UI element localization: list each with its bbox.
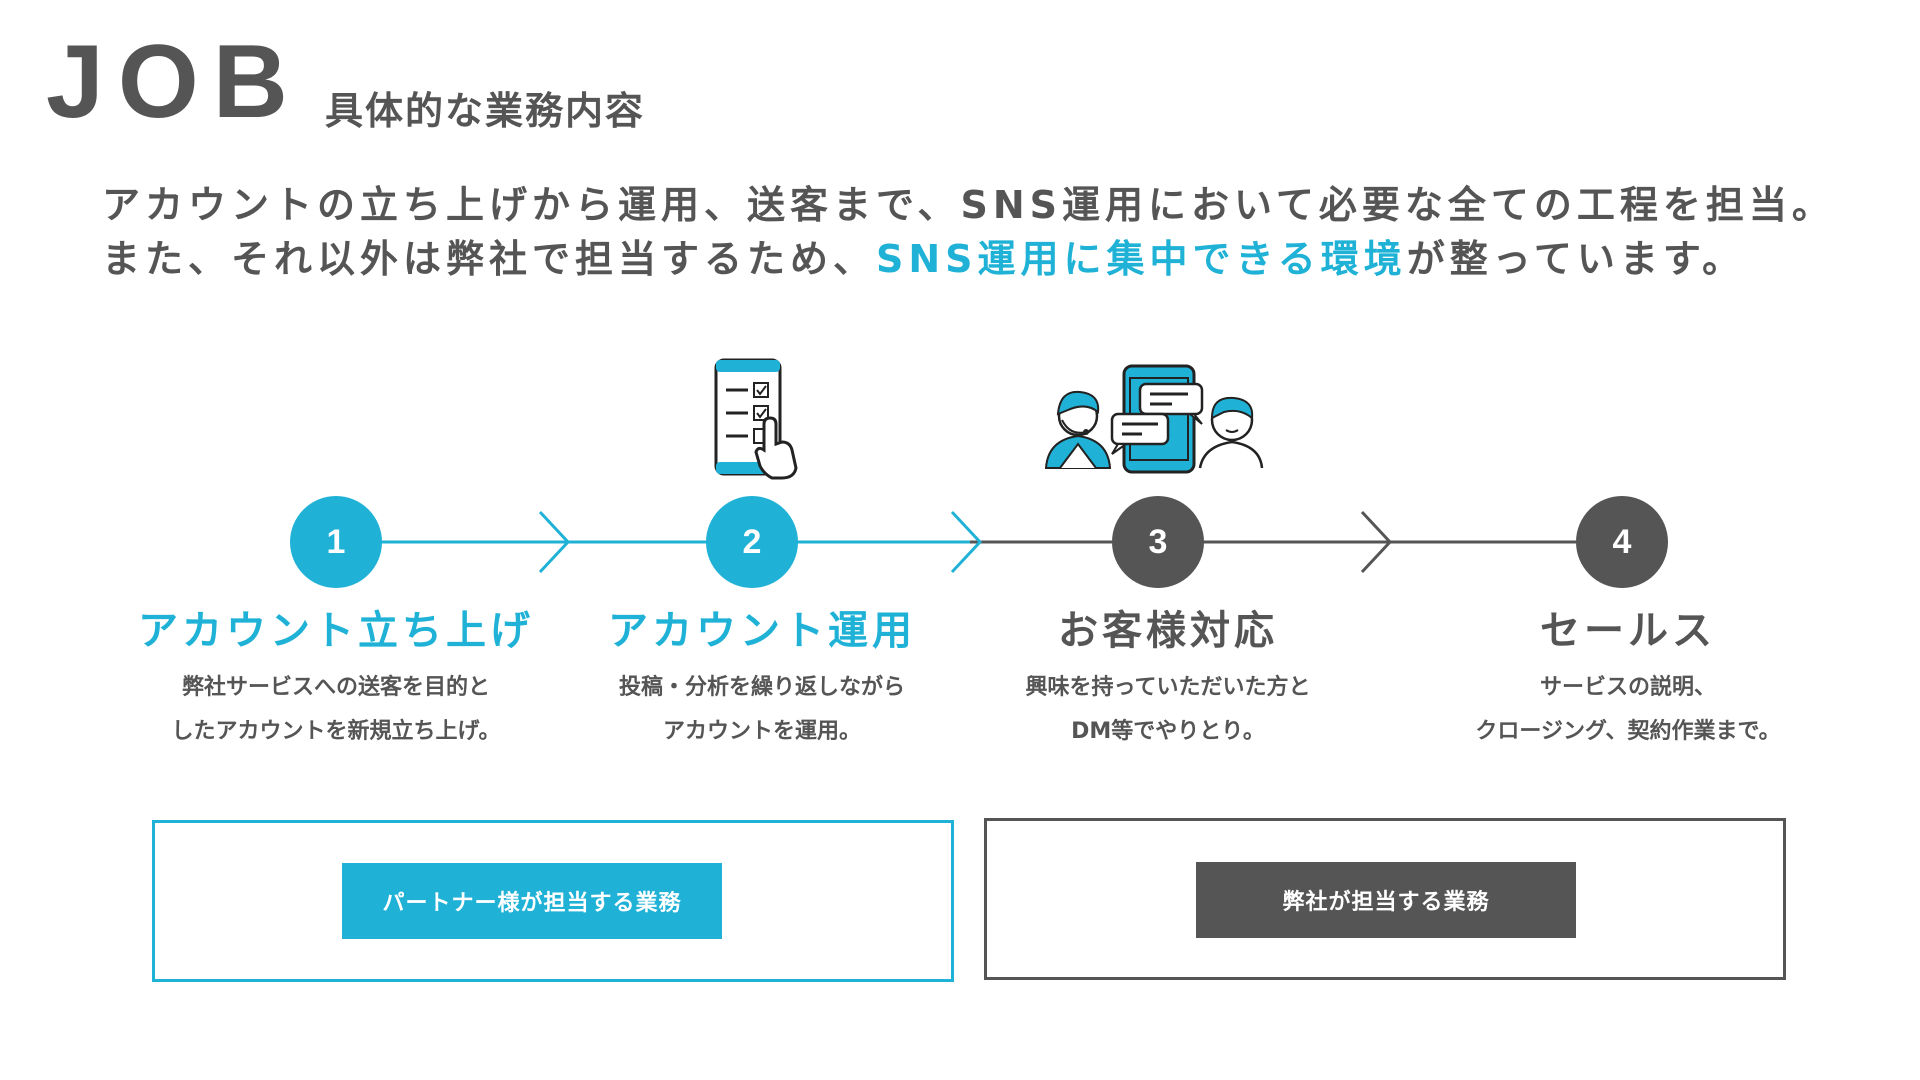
connector-2-3 bbox=[796, 510, 1112, 574]
step-2-title: アカウント運用 bbox=[608, 608, 916, 654]
step-3-desc-line-2: DM等でやりとり。 bbox=[1071, 719, 1265, 744]
lead-line-2-highlight: SNS運用に集中できる環境 bbox=[876, 237, 1407, 281]
chat-bubble-icon bbox=[1110, 382, 1204, 455]
step-1-title: アカウント立ち上げ bbox=[138, 608, 534, 654]
lead-line-2: また、それ以外は弊社で担当するため、SNS運用に集中できる環境が整っています。 bbox=[102, 232, 1862, 286]
customer-support-chat-icon bbox=[1044, 364, 1264, 474]
step-2-description: 投稿・分析を繰り返しながら アカウントを運用。 bbox=[542, 666, 982, 754]
step-3-desc-line-1: 興味を持っていただいた方と bbox=[1025, 675, 1311, 700]
connector-3-4 bbox=[1200, 510, 1576, 574]
step-3-title: お客様対応 bbox=[1058, 608, 1278, 654]
page-title: JOB bbox=[46, 24, 302, 140]
step-2-desc-line-2: アカウントを運用。 bbox=[662, 719, 861, 744]
lead-line-2-end: が整っています。 bbox=[1406, 237, 1746, 281]
lead-line-1: アカウントの立ち上げから運用、送客まで、SNS運用において必要な全ての工程を担当… bbox=[102, 183, 1835, 227]
step-4-desc-line-1: サービスの説明、 bbox=[1539, 675, 1716, 700]
step-1-description: 弊社サービスへの送客を目的と したアカウントを新規立ち上げ。 bbox=[116, 666, 556, 754]
connector-1-2 bbox=[380, 510, 708, 574]
partner-responsibility-box bbox=[152, 820, 954, 982]
company-responsibility-box bbox=[984, 818, 1786, 980]
step-4-title: セールス bbox=[1540, 608, 1716, 654]
step-4-desc-line-2: クロージング、契約作業まで。 bbox=[1475, 719, 1781, 744]
customer-person-icon bbox=[1198, 396, 1264, 469]
partner-responsibility-label: パートナー様が担当する業務 bbox=[342, 863, 722, 939]
step-3-description: 興味を持っていただいた方と DM等でやりとり。 bbox=[948, 666, 1388, 754]
step-4-description: サービスの説明、 クロージング、契約作業まで。 bbox=[1408, 666, 1848, 754]
support-agent-icon bbox=[1044, 390, 1112, 469]
step-2-desc-line-1: 投稿・分析を繰り返しながら bbox=[618, 675, 905, 700]
step-1-desc-line-1: 弊社サービスへの送客を目的と bbox=[181, 675, 490, 700]
step-4-circle: 4 bbox=[1576, 496, 1668, 588]
step-3-circle: 3 bbox=[1112, 496, 1204, 588]
step-2-circle: 2 bbox=[706, 496, 798, 588]
lead-line-2-start: また、それ以外は弊社で担当するため、 bbox=[102, 237, 877, 281]
checklist-phone-icon bbox=[714, 358, 798, 480]
step-1-desc-line-2: したアカウントを新規立ち上げ。 bbox=[171, 719, 501, 744]
lead-text: アカウントの立ち上げから運用、送客まで、SNS運用において必要な全ての工程を担当… bbox=[102, 178, 1862, 286]
step-1-circle: 1 bbox=[290, 496, 382, 588]
company-responsibility-label: 弊社が担当する業務 bbox=[1196, 862, 1576, 938]
page-subtitle: 具体的な業務内容 bbox=[325, 89, 646, 133]
